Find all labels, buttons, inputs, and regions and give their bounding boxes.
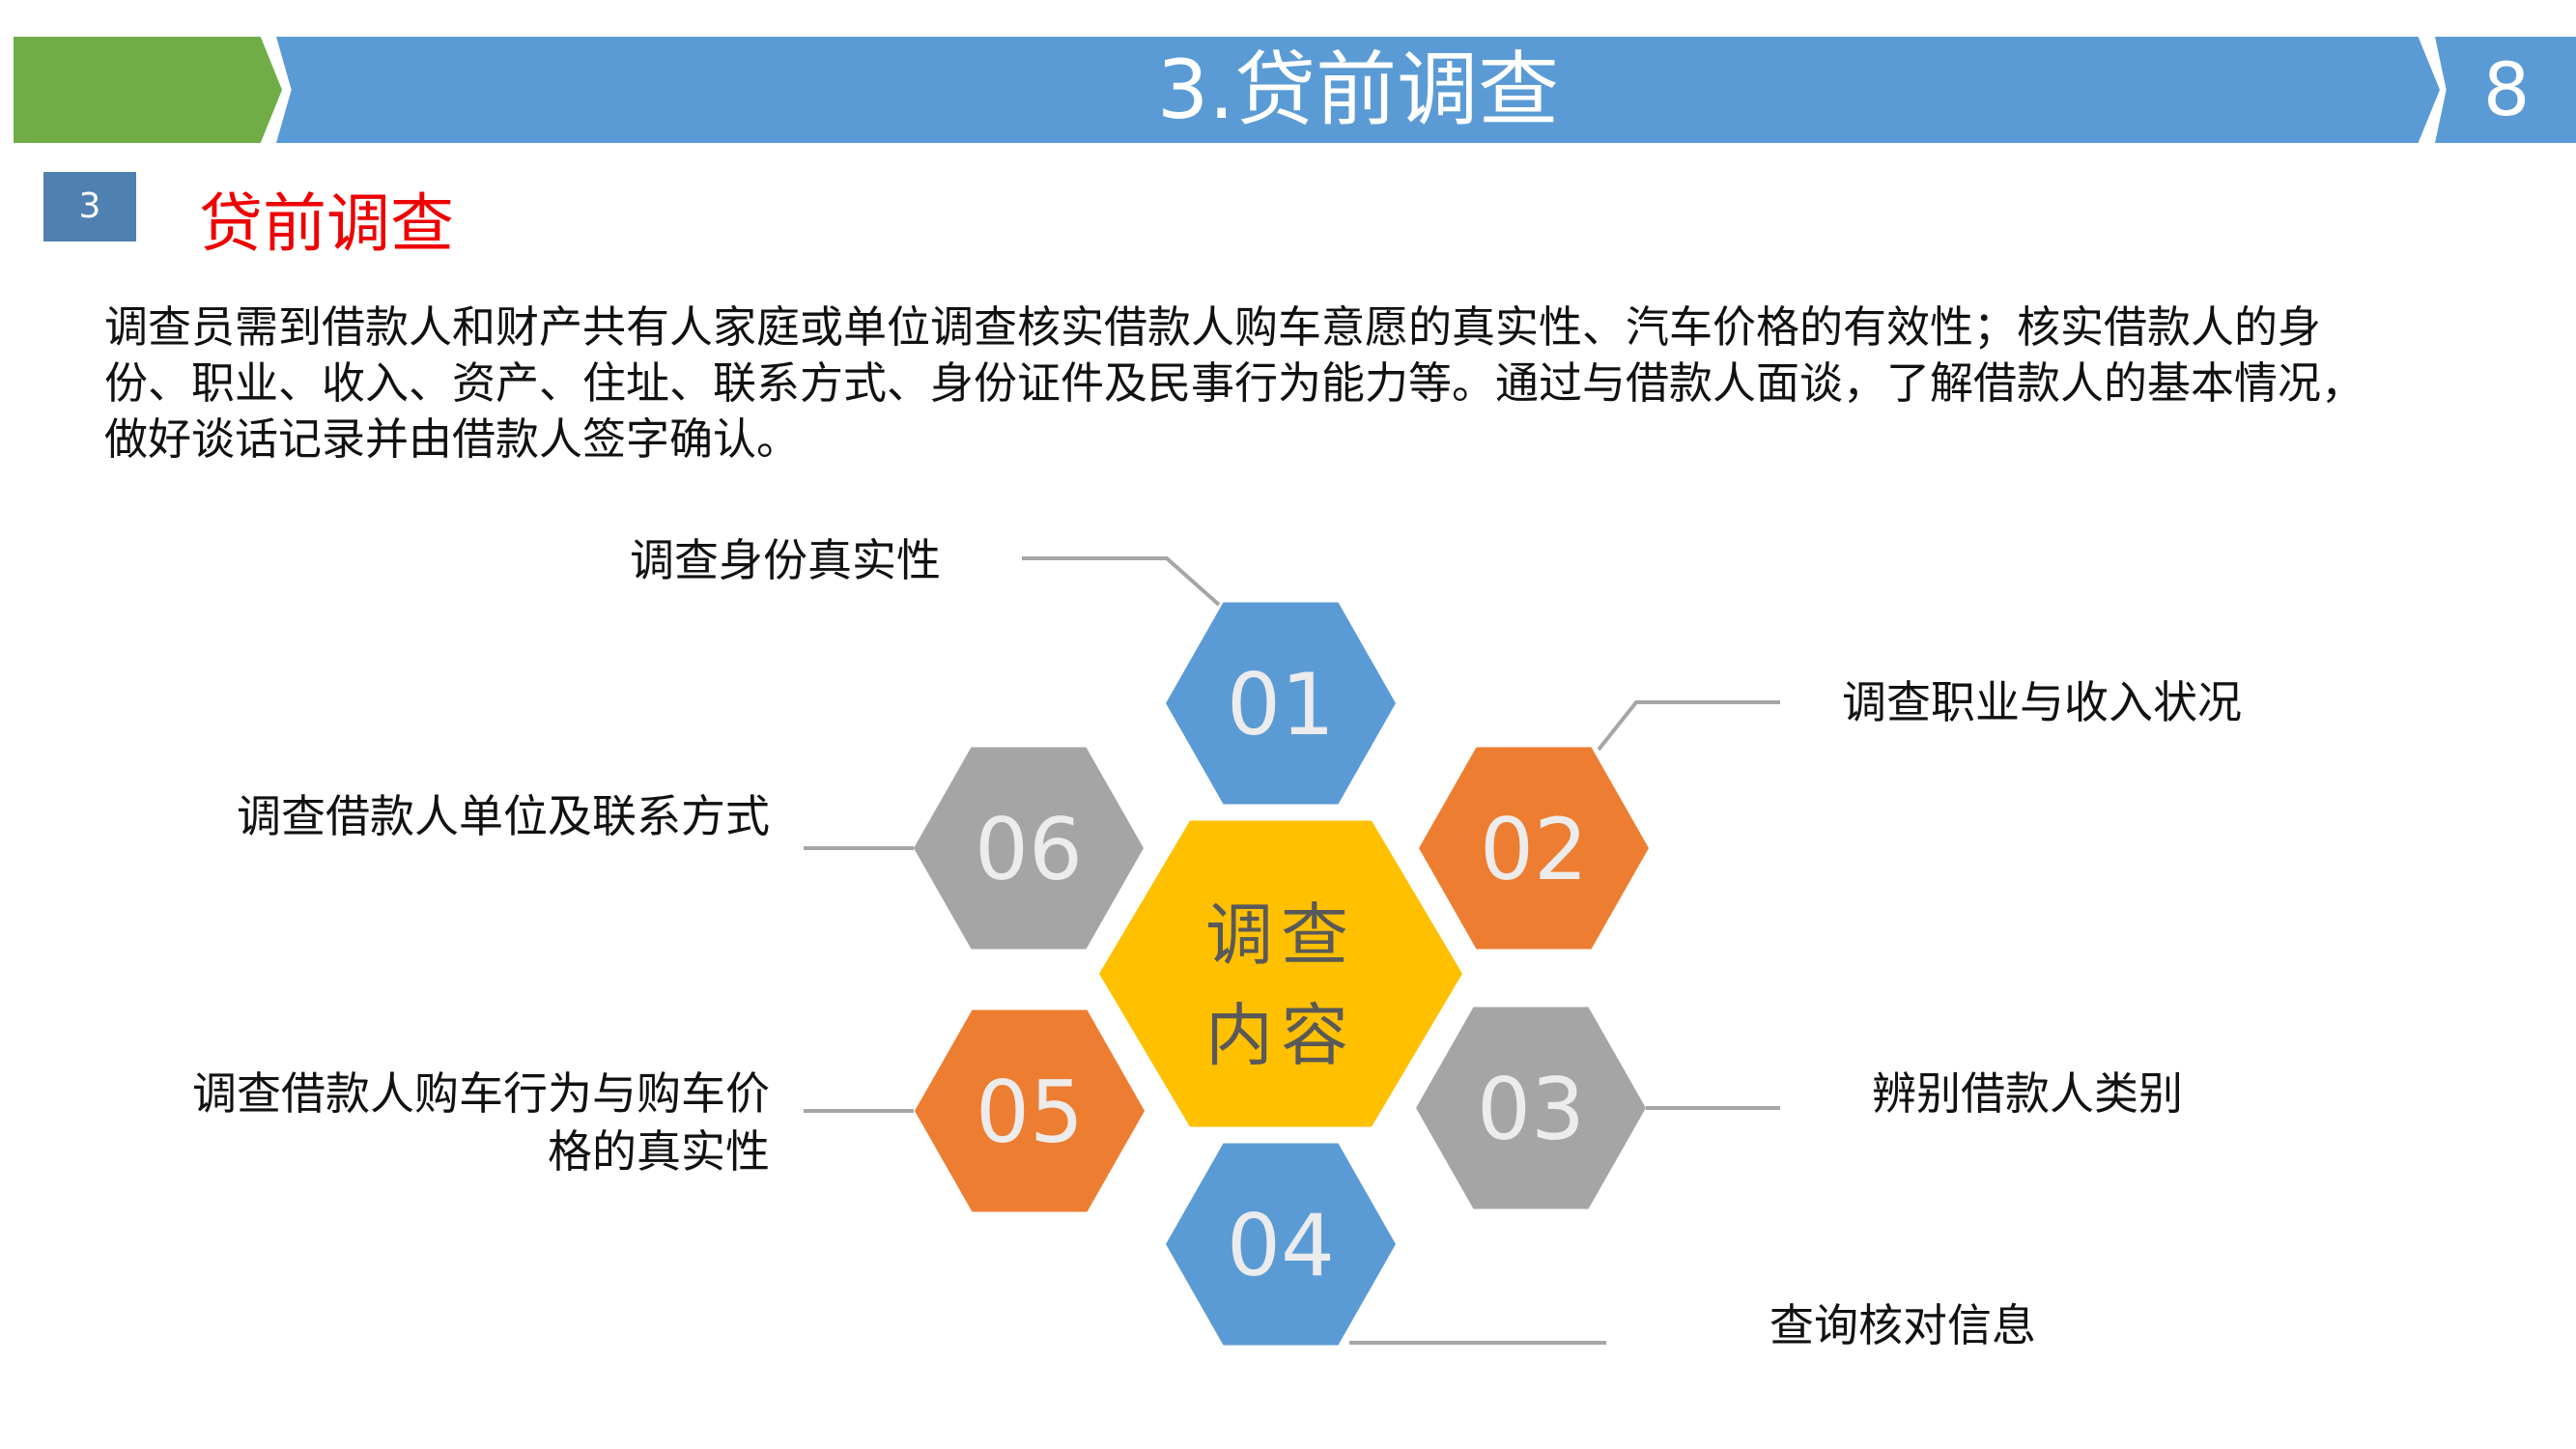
hexagon-02 [1419, 747, 1649, 950]
center-label-line1: 调查 [1205, 895, 1356, 975]
hexagon-number-06: 06 [975, 800, 1083, 899]
item-06-label: 调查借款人单位及联系方式 [237, 790, 770, 842]
page-number: 8 [2482, 46, 2531, 132]
page-title: 3.贷前调查 [1156, 43, 1560, 137]
section-number-badge: 3 [43, 172, 136, 242]
item-03-label: 辨别借款人类别 [1872, 1067, 2183, 1120]
item-05-label-line2: 格的真实性 [548, 1125, 770, 1178]
connector-01 [1022, 556, 1221, 607]
hexagon-06 [914, 747, 1144, 950]
page-number-box [2435, 37, 2576, 143]
header-title-bar [276, 37, 2440, 143]
hexagon-03 [1416, 1007, 1646, 1209]
hexagon-05 [915, 1009, 1145, 1212]
item-01-label: 调查身份真实性 [630, 534, 941, 586]
item-05-label: 调查借款人购车行为与购车价 格的真实性 [192, 1065, 770, 1180]
item-04-label: 查询核对信息 [1769, 1299, 2036, 1351]
connector-02 [1597, 700, 1780, 752]
item-02-label: 调查职业与收入状况 [1842, 676, 2242, 728]
center-hexagon [1099, 820, 1462, 1127]
hexagon-number-01: 01 [1227, 655, 1335, 754]
section-title: 贷前调查 [199, 186, 454, 261]
center-label-line2: 内容 [1205, 996, 1356, 1075]
hexagon-04 [1166, 1143, 1396, 1346]
hexagon-number-02: 02 [1480, 800, 1588, 899]
header-green-chevron [14, 37, 282, 143]
hexagon-number-04: 04 [1227, 1196, 1335, 1295]
hexagon-01 [1166, 602, 1396, 805]
item-05-label-line1: 调查借款人购车行为与购车价 [192, 1067, 770, 1120]
hexagon-number-05: 05 [976, 1063, 1084, 1162]
hexagon-number-03: 03 [1477, 1060, 1585, 1159]
body-paragraph: 调查员需到借款人和财产共有人家庭或单位调查核实借款人购车意愿的真实性、汽车价格的… [104, 301, 2365, 465]
